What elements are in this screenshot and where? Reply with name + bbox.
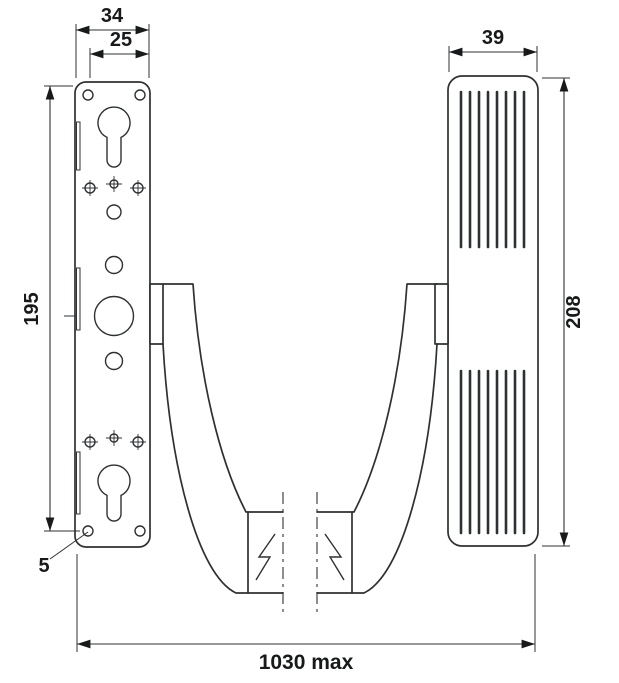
left-arm	[162, 283, 284, 594]
hole-upper	[106, 204, 122, 220]
fixing-holes-lower	[82, 430, 146, 450]
euro-cylinder-cutout	[97, 464, 131, 522]
dim-plate-slot-width-label: 25	[110, 29, 132, 51]
center-marks-upper	[82, 176, 146, 196]
dim-plate-width: 34	[75, 5, 150, 78]
break-zigzag-right	[324, 533, 345, 581]
screw-hole-top-left	[82, 89, 94, 101]
dim-plate-height: 195	[21, 85, 80, 532]
screw-hole-top-right	[134, 89, 146, 101]
push-pad-ribs-top	[459, 90, 526, 249]
push-pad-ribs-bottom	[459, 369, 526, 535]
fixing-holes-upper	[82, 176, 146, 196]
push-bar-break	[255, 492, 345, 612]
dim-pad-width-label: 39	[482, 27, 504, 49]
right-arm	[316, 283, 438, 594]
dim-plate-width-label: 34	[101, 5, 124, 27]
center-marks-lower	[82, 430, 146, 450]
dimensions: 34 25 39 195 208	[21, 5, 585, 674]
dim-edge-offset: 5	[38, 531, 89, 577]
hole-mid-upper	[104, 255, 124, 275]
push-pad	[447, 75, 539, 547]
spindle-hole	[93, 295, 135, 337]
dim-pad-height: 208	[542, 77, 585, 547]
screw-hole-bottom-right	[134, 525, 146, 537]
screw-hole-bottom-left	[82, 525, 94, 537]
right-bracket	[434, 283, 449, 345]
dim-plate-height-label: 195	[21, 292, 43, 325]
break-zigzag-left	[255, 533, 276, 581]
hole-mid-lower	[104, 351, 124, 371]
keyhole-top	[97, 106, 131, 168]
dim-edge-offset-label: 5	[38, 555, 49, 577]
lock-faceplate	[64, 81, 151, 548]
left-bracket	[149, 283, 164, 345]
forend-notch-top	[76, 121, 81, 171]
dim-overall-length-label: 1030 max	[259, 651, 354, 674]
dim-overall-length: 1030 max	[76, 554, 536, 674]
dim-pad-height-label: 208	[563, 295, 585, 328]
dim-pad-width: 39	[448, 27, 538, 72]
forend-notch-bottom	[76, 451, 81, 515]
forend-notch-middle	[76, 267, 81, 331]
dim-plate-slot-width: 25	[89, 29, 149, 78]
faceplate-outline	[74, 81, 151, 548]
